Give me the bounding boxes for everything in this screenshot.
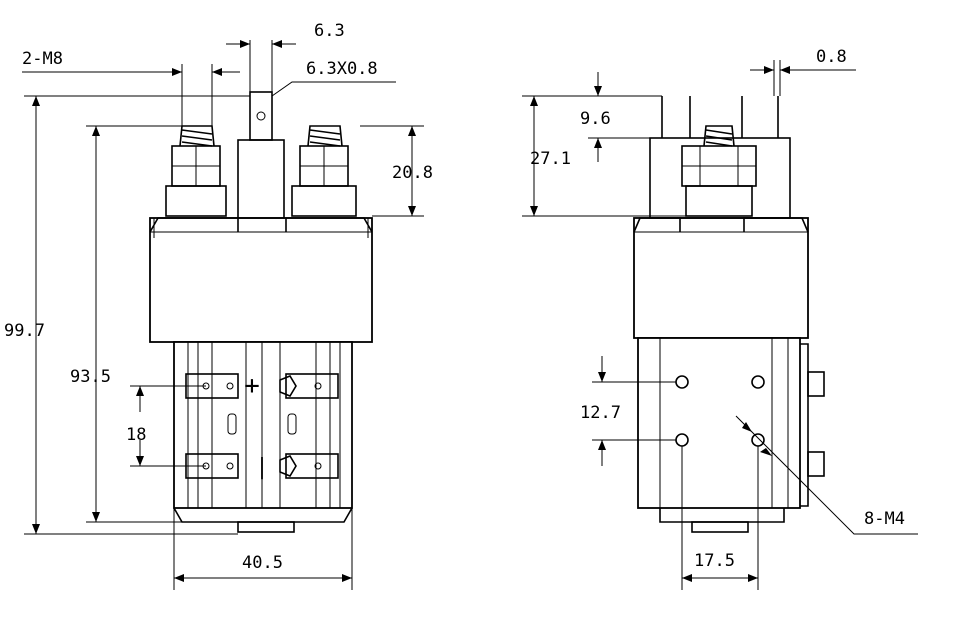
dim-terminal-height-arrows — [408, 126, 416, 216]
side-pins — [661, 96, 779, 138]
front-base — [173, 507, 353, 523]
front-main-body — [149, 217, 373, 343]
dim-tab-width: 6.3 — [314, 21, 345, 41]
dim-pin-thickness-arrows — [764, 66, 790, 74]
dim-pin-length: 9.6 — [580, 109, 611, 129]
dim-base-width-line — [173, 508, 353, 590]
dim-terminal-height-line — [360, 125, 424, 217]
side-base — [659, 508, 785, 523]
front-housing-ribs — [187, 342, 341, 508]
side-tab-upper — [807, 371, 825, 397]
dim-coil-pitch-arrows — [136, 386, 144, 466]
minus-marking: | — [255, 455, 268, 480]
mount-hole — [751, 375, 765, 389]
front-slot-right — [287, 413, 297, 435]
dim-pin-thickness-line — [750, 60, 856, 96]
dim-terminal-height: 20.8 — [392, 163, 433, 183]
front-view: + | — [149, 40, 373, 533]
side-nut-lines — [682, 146, 756, 186]
side-lower-housing — [637, 337, 801, 509]
dim-pin-thickness: 0.8 — [816, 47, 847, 67]
front-slot-left — [227, 413, 237, 435]
front-tab-clip — [279, 375, 297, 477]
dim-thread-main-line — [22, 64, 240, 126]
plus-marking: + — [244, 371, 260, 401]
dim-tab-width-arrows — [240, 40, 282, 48]
dim-overall-height-line — [24, 95, 250, 535]
front-body-rim — [150, 218, 372, 238]
side-housing-ribs — [659, 338, 789, 508]
dim-side-height-line — [522, 95, 686, 217]
front-stud-right-thread — [307, 125, 343, 147]
front-stud-left-thread — [179, 125, 215, 147]
dim-mount-pitch-h: 17.5 — [694, 551, 735, 571]
dim-mount-pitch-h-line — [681, 446, 759, 590]
front-aux-tab — [249, 91, 273, 141]
dim-thread-mount: 8-M4 — [864, 509, 905, 529]
dim-side-height: 27.1 — [530, 149, 571, 169]
front-washer-right — [291, 185, 357, 217]
dim-mount-pitch-v: 12.7 — [580, 403, 621, 423]
side-stud-thread — [703, 125, 735, 147]
dim-pin-length-line — [588, 72, 662, 162]
dim-mount-pitch-v-line — [592, 356, 676, 466]
side-bracket — [800, 343, 809, 507]
front-body-chamfer — [149, 217, 373, 233]
dim-thread-mount-arrows — [742, 422, 772, 456]
front-nut-left-lines — [172, 146, 220, 186]
front-coil-tab-lower-right — [285, 453, 339, 479]
front-tab-hole — [314, 382, 322, 390]
side-bottom-stub — [691, 521, 749, 533]
dim-coil-pitch: 18 — [126, 425, 146, 445]
dim-tab-size: 6.3X0.8 — [306, 59, 378, 79]
front-dimensions: 6.3 2-M8 6.3X0.8 20.8 99.7 93.5 18 40.5 — [4, 21, 433, 590]
side-view — [633, 96, 825, 533]
front-bottom-stub — [237, 521, 295, 533]
dim-body-height-line — [86, 125, 182, 523]
dim-base-width: 40.5 — [242, 553, 283, 573]
front-tab-extension — [249, 40, 273, 92]
side-dimensions: 0.8 9.6 27.1 12.7 17.5 8-M4 — [522, 47, 918, 590]
front-lower-housing — [173, 341, 353, 509]
front-tab-hole — [226, 382, 234, 390]
front-aux-block — [237, 139, 285, 219]
front-tab-hole — [226, 462, 234, 470]
dim-thread-mount-leader — [735, 415, 918, 535]
side-main-body — [633, 217, 809, 339]
front-nut-right-lines — [300, 146, 348, 186]
side-top-block — [649, 137, 791, 219]
dim-thread-main: 2-M8 — [22, 49, 63, 69]
front-aux-tab-hole — [256, 111, 266, 121]
front-washer-left — [165, 185, 227, 217]
front-coil-tab-upper-right — [285, 373, 339, 399]
side-washer — [685, 185, 753, 217]
dim-coil-pitch-line — [130, 385, 206, 467]
dim-thread-main-arrows — [172, 68, 222, 76]
front-tab-hole — [314, 462, 322, 470]
dim-overall-height: 99.7 — [4, 321, 45, 341]
dim-body-height: 93.5 — [70, 367, 111, 387]
side-tab-lower — [807, 451, 825, 477]
dim-tab-size-leader — [271, 81, 396, 97]
